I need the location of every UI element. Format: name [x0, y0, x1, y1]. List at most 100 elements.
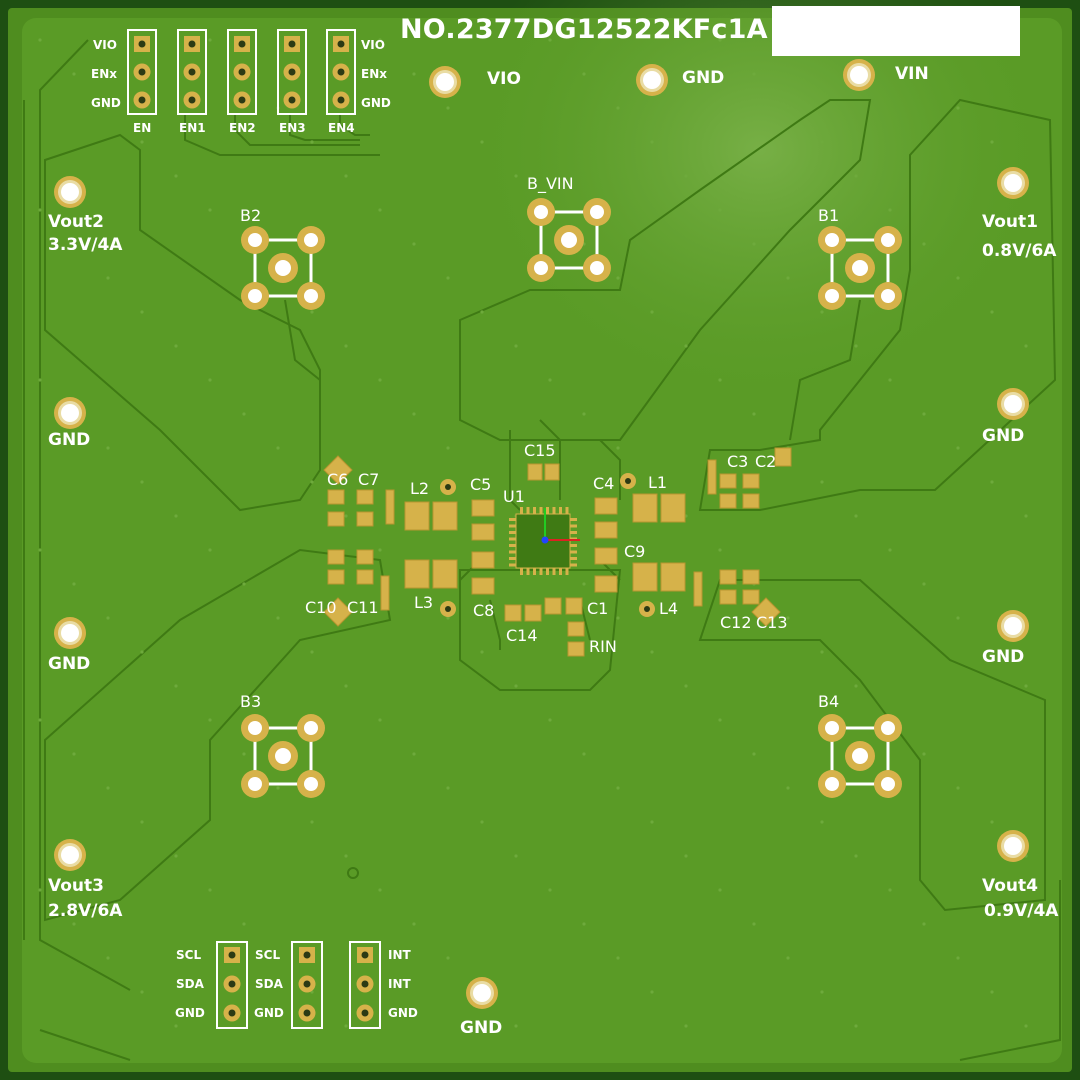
enable-header-pins — [133, 36, 350, 109]
via-dot — [276, 786, 280, 790]
bnc-bvin-label: B_VIN — [527, 174, 574, 193]
ic-pin — [526, 568, 530, 575]
bnc-ground-hole — [534, 261, 548, 275]
via-dot — [378, 378, 382, 382]
via-dot — [990, 990, 994, 994]
via-dot — [582, 412, 586, 416]
via-dot — [378, 888, 382, 892]
gnd-right1-label: GND — [982, 426, 1025, 446]
via-dot — [888, 548, 892, 552]
via-dot — [38, 38, 42, 42]
via-dot — [922, 922, 926, 926]
via-dot — [38, 888, 42, 892]
ic-pin — [539, 568, 543, 575]
via-dot — [786, 786, 790, 790]
via-dot — [72, 922, 76, 926]
via-dot — [718, 38, 722, 42]
via-dot — [888, 888, 892, 892]
header-pin-hole — [188, 40, 196, 48]
via-dot — [310, 480, 314, 484]
via-dot — [106, 956, 110, 960]
inductor-test-hole-centers — [445, 478, 650, 612]
via-dot — [480, 650, 484, 654]
via-dot — [38, 718, 42, 722]
vin-connector-label: VIN — [895, 64, 929, 84]
bnc-ground-hole — [304, 233, 318, 247]
bnc-center-hole — [275, 748, 291, 764]
bnc-ground-hole — [534, 205, 548, 219]
via-dot — [820, 650, 824, 654]
en-right-vio: VIO — [361, 38, 385, 52]
via-dot — [276, 616, 280, 620]
via-dot — [752, 922, 756, 926]
ic-pin — [570, 557, 577, 560]
via-dot — [38, 548, 42, 552]
header-pin-hole — [238, 96, 246, 104]
via-dot — [548, 718, 552, 722]
via-dot — [140, 990, 144, 994]
ic-pin — [559, 568, 562, 575]
ic-pin — [565, 507, 569, 514]
via-dot — [140, 820, 144, 824]
bnc-center-hole — [561, 232, 577, 248]
test-point-hole — [1004, 174, 1022, 192]
via-dot — [956, 616, 960, 620]
via-dot — [174, 344, 178, 348]
ic-pin — [570, 531, 577, 534]
copper-traces — [23, 39, 1061, 1061]
ic-pin — [565, 568, 569, 575]
ic-pin — [526, 507, 530, 514]
via-dot — [174, 514, 178, 518]
bnc-center-hole — [852, 748, 868, 764]
header-pin-hole — [238, 68, 246, 76]
ic-pin — [546, 568, 549, 575]
via-dot — [344, 684, 348, 688]
test-point-hole — [473, 984, 491, 1002]
test-point-hole — [61, 624, 79, 642]
test-point-hole — [1004, 617, 1022, 635]
i2c-header-outlines — [216, 941, 381, 1029]
bnc-center-hole — [275, 260, 291, 276]
en-right-enx: ENx — [361, 67, 387, 81]
via-dot — [820, 990, 824, 994]
bnc-ground-hole — [590, 205, 604, 219]
via-dot — [174, 854, 178, 858]
ref-c3: C3 — [727, 452, 749, 471]
via-dot — [650, 650, 654, 654]
via-dot — [446, 786, 450, 790]
test-point-hole — [850, 66, 868, 84]
via-dot — [684, 1024, 688, 1028]
via-dot — [854, 854, 858, 858]
via-dot — [310, 650, 314, 654]
bnc-outline — [253, 726, 313, 786]
vout3-spec: 2.8V/6A — [48, 901, 123, 921]
via-dot — [106, 276, 110, 280]
ic-pin — [533, 568, 536, 575]
ic-pin — [509, 531, 516, 534]
header-name-en2: EN2 — [229, 121, 256, 135]
ref-u1: U1 — [503, 487, 525, 506]
ref-rin: RIN — [589, 637, 617, 656]
ic-pin — [552, 507, 556, 514]
via-dot — [990, 650, 994, 654]
bnc-outline — [830, 726, 890, 786]
ic-pin — [570, 563, 577, 567]
via-dot — [174, 684, 178, 688]
ref-c15: C15 — [524, 441, 556, 460]
via-dot — [922, 72, 926, 76]
vout2-spec: 3.3V/4A — [48, 235, 123, 255]
test-points — [54, 59, 1029, 1009]
header-pin-hole — [188, 96, 196, 104]
via-dot — [106, 786, 110, 790]
ref-c1: C1 — [587, 599, 609, 618]
ic-pin — [509, 524, 516, 528]
via-dot — [344, 174, 348, 178]
header-pin-hole — [303, 980, 311, 988]
bnc-ground-hole — [881, 721, 895, 735]
header-pin-hole — [337, 68, 345, 76]
via-dot — [854, 514, 858, 518]
via-dot — [650, 480, 654, 484]
ic-pin — [546, 507, 549, 514]
bnc-center-hole — [852, 260, 868, 276]
via-dot — [888, 208, 892, 212]
